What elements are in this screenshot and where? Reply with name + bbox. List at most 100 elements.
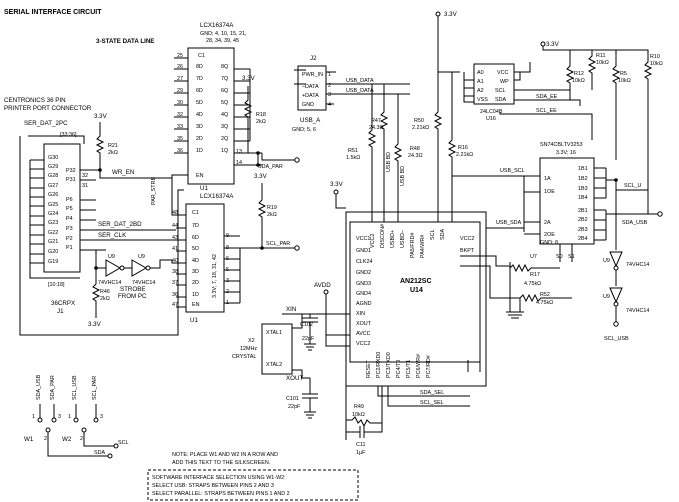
lcx-top-p13: 13: [236, 149, 242, 155]
u7-ref: U7: [530, 254, 537, 260]
r47-ref: R47: [371, 118, 381, 124]
centronics-ref: J1: [57, 308, 64, 315]
u14-b5: PC6/WR#: [416, 354, 422, 378]
r19-val: 2kΩ: [267, 212, 277, 218]
w2-n1: 1: [68, 414, 71, 420]
r50-ref: R50: [414, 118, 424, 124]
right-inverters: U9 74VHC14 U9 74VHC14 SCL_USB: [603, 190, 649, 342]
u7-2b4: 2B4: [578, 236, 588, 242]
c101-val: 22pF: [288, 404, 301, 410]
u14-l0: VCC1: [356, 236, 370, 242]
j2-n1: 1: [328, 72, 331, 78]
lcx-top-r1: 8Q: [221, 64, 228, 70]
u7-vcc: 3.3V; 16: [556, 150, 576, 156]
u16-ref: U16: [486, 116, 496, 122]
jp-label-sda-par: SDA_PAR: [50, 375, 56, 400]
selection-box: [147, 469, 359, 501]
j1-g22: G22: [48, 230, 58, 236]
u14-body: [349, 221, 481, 363]
strobe-label: STROBE: [120, 286, 145, 293]
x2-type: CRYSTAL: [232, 354, 256, 360]
r51-ref: R51: [348, 148, 358, 154]
note-line2: ADD THIS TEXT TO THE SILKSCREEN.: [172, 460, 270, 466]
u14-l4: GND3: [356, 281, 371, 287]
crystal-x2: XIN XTAL1 XTAL2 X2 12MHz CRYSTAL XOUT: [232, 306, 350, 382]
j2-n4: 4: [328, 102, 331, 108]
u16-sda: SDA: [495, 97, 506, 103]
r19-resistor: 3.3V R19 2kΩ SCL_PAR: [240, 173, 300, 251]
j1-g29: G29: [48, 164, 58, 170]
u9b-ref: U9: [138, 254, 145, 260]
u14-t0: VCC2: [370, 234, 376, 248]
r5-ref: R5: [620, 71, 627, 77]
r48-val: 24.3Ω: [408, 153, 423, 159]
r46-val: 2kΩ: [100, 296, 110, 302]
r11-ref: R11: [596, 53, 606, 59]
usb-data-label-1: USB_DATA: [346, 78, 374, 84]
u7-part: SN74CBLTV3253: [540, 142, 582, 148]
w2-pin3[interactable]: [93, 417, 99, 423]
j2-ref: J2: [310, 55, 317, 62]
w2-pin2[interactable]: [81, 427, 87, 433]
j1-p31: P31: [66, 177, 76, 183]
wr-en-label: WR_EN: [112, 169, 134, 176]
u7-2b1: 2B1: [578, 208, 588, 214]
centronics-line2: PRINTER PORT CONNECTOR: [4, 105, 92, 112]
lcx-top-r2: 7Q: [221, 76, 228, 82]
j2-n3: 3: [328, 92, 331, 98]
u14-l6: AGND: [356, 301, 372, 307]
r10-val: 10kΩ: [650, 61, 663, 67]
r18-resistor: 3.3V R18 2kΩ SDA_PAR: [242, 75, 300, 170]
lcx-bot-l4: 4D: [192, 258, 199, 264]
lcx-top-c1: C1: [198, 53, 205, 59]
u9d-part: 74VHC14: [626, 308, 649, 314]
u14-t7: SDA: [440, 229, 446, 240]
lcx-bot-l0: C1: [192, 210, 199, 216]
scl-u-label: SCL_U: [624, 183, 641, 189]
lcx-top-p35: 35: [177, 136, 183, 142]
lcx-top-l2: 6D: [196, 88, 203, 94]
usb-bd2-label: USB BD: [400, 166, 406, 186]
lcx-top-part: LCX16374A: [200, 22, 234, 29]
r21-vcc-label: 3.3V: [94, 113, 108, 120]
u14-t6: SCL: [430, 230, 436, 241]
lcx-top-l3: 5D: [196, 100, 203, 106]
j1-g30: G30: [48, 155, 58, 161]
u16-scl: SCL: [495, 88, 506, 94]
mux-sn74cbltv3253: SN74CBLTV3253 3.3V; 16 1A 1B1 1B2 1B3 1B…: [523, 142, 607, 262]
u9c-ref: U9: [603, 258, 610, 264]
j1-p32: P32: [66, 168, 76, 174]
ser-dat-2bd-label: SER_DAT_2BD: [98, 221, 142, 228]
lcx-top-l6: 2D: [196, 136, 203, 142]
u16-vcc: VCC: [497, 70, 508, 76]
w1-n3: 3: [58, 414, 61, 420]
usb-resistors: R51 1.5kΩ R47 24.3Ω R48 24.3Ω USB BD USB…: [346, 84, 423, 212]
c102-val: 22pF: [302, 336, 315, 342]
lcx-bot-p43: 43: [172, 235, 178, 241]
c102-ref: C102: [300, 322, 313, 328]
w1-pin2[interactable]: [45, 427, 51, 433]
avdd-label: AVDD: [314, 282, 331, 289]
w2-pin1[interactable]: [73, 417, 79, 423]
sda-usb-label: SDA_USB: [622, 220, 648, 226]
lcx-top-l8: EN: [196, 173, 204, 179]
r49-ref: R49: [354, 404, 364, 410]
xtal1-label: XTAL1: [266, 330, 282, 336]
jp-scl-label: SCL: [118, 440, 129, 446]
lcx-bot-p36b: 36: [172, 292, 178, 298]
lcx-top-p26: 26: [177, 64, 183, 70]
w1-pin1[interactable]: [37, 417, 43, 423]
u9d-ref: U9: [603, 294, 610, 300]
lcx-bot-l5: 3D: [192, 269, 199, 275]
scl-par-label: SCL_PAR: [266, 241, 290, 247]
w1-pin3[interactable]: [51, 417, 57, 423]
r18-ref: R18: [256, 112, 266, 118]
u9a-part: 74VHC14: [98, 280, 121, 286]
r19-ref: R19: [267, 205, 277, 211]
sda-par-terminal: [294, 157, 300, 163]
u7-1a: 1A: [544, 176, 551, 182]
j1-g28: G28: [48, 173, 58, 179]
j1-p5: P5: [66, 206, 73, 212]
selection-line1: SOFTWARE INTERFACE SELECTION USING W1-W2…: [152, 475, 286, 481]
